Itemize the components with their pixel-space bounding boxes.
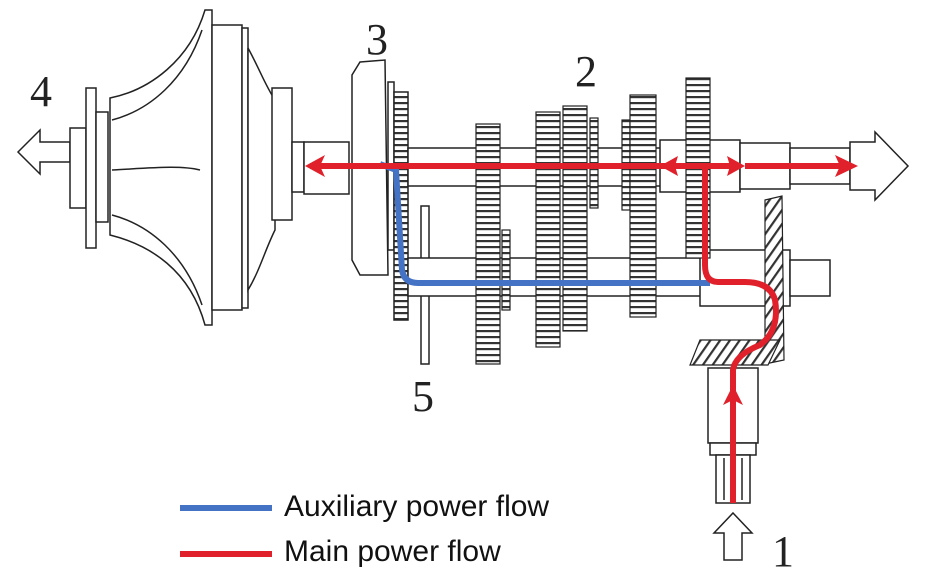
- main-flow-arrowheads: [305, 155, 858, 405]
- clutch: [303, 59, 409, 321]
- gearset: [475, 77, 711, 365]
- arrow-left-icon: [305, 155, 325, 177]
- label-gearbox: 2: [575, 47, 597, 96]
- bevel-gears: [689, 195, 785, 366]
- output-arrow-left-icon: [16, 128, 71, 176]
- compressor-impeller: [16, 9, 305, 326]
- label-clutch: 3: [366, 15, 388, 64]
- legend-swatch-main: [180, 551, 272, 557]
- arrow-up-icon: [723, 385, 743, 405]
- legend-label-main: Main power flow: [284, 535, 501, 568]
- input-arrow-up-icon: [712, 511, 754, 561]
- legend-label-auxiliary: Auxiliary power flow: [284, 490, 550, 523]
- label-input: 1: [772, 527, 794, 576]
- output-arrow-right-icon: [849, 130, 910, 202]
- main-flow-path: [310, 163, 850, 503]
- label-compressor: 4: [30, 67, 52, 116]
- legend-swatch-auxiliary: [180, 505, 272, 511]
- label-disc: 5: [412, 372, 434, 421]
- aux-flow-path: [378, 161, 710, 286]
